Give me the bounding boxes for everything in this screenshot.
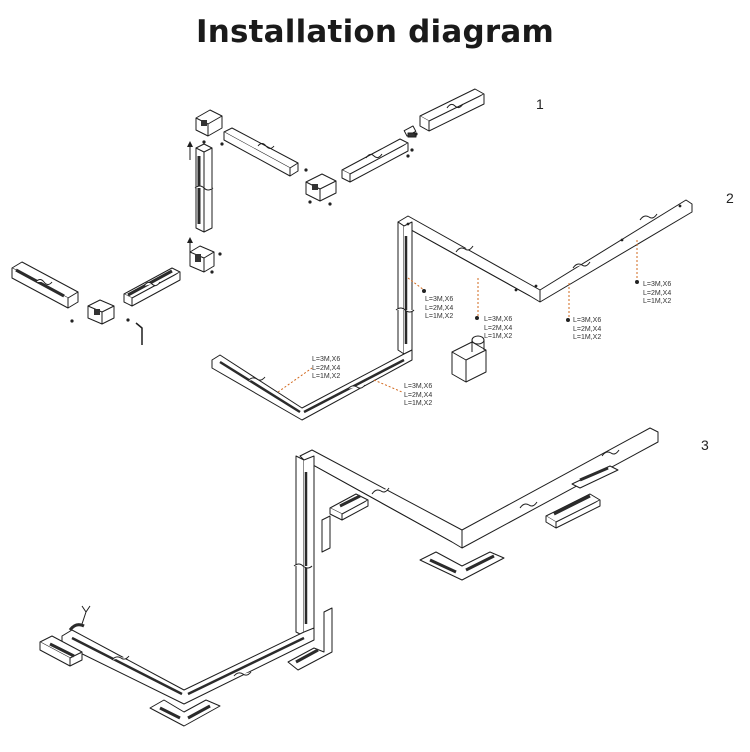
track-upper-run xyxy=(397,199,693,303)
light-module-3 xyxy=(571,465,619,489)
rail-far-right xyxy=(419,88,485,132)
rail-right-segment xyxy=(341,138,409,183)
power-feed-connector xyxy=(451,335,487,383)
light-module-5 xyxy=(287,607,333,671)
corner-connector-lower xyxy=(189,245,215,273)
light-module-7 xyxy=(149,699,221,727)
page-title: Installation diagram xyxy=(195,14,554,50)
light-module-4 xyxy=(419,551,505,581)
step1-exploded-parts xyxy=(11,88,485,345)
power-lead xyxy=(81,605,91,625)
corner-connector-top xyxy=(195,109,223,137)
length-note-4: L=3M,X6 L=2M,X4 L=1M,X2 xyxy=(643,281,672,305)
length-note-2: L=3M,X6 L=2M,X4 L=1M,X2 xyxy=(484,316,513,340)
track-vertical-run xyxy=(397,221,405,355)
corner-connector-bottom xyxy=(87,299,115,325)
step2-assembled-track xyxy=(211,199,693,421)
rail-bottom-middle xyxy=(123,267,181,307)
hex-key xyxy=(135,322,143,345)
guide-lines xyxy=(277,240,638,393)
rail-vertical-left xyxy=(194,143,214,233)
length-note-1: L=3M,X6 L=2M,X4 L=1M,X2 xyxy=(425,296,454,320)
light-module-1 xyxy=(321,493,369,553)
step-number-1: 1 xyxy=(536,96,544,112)
track-lower-run xyxy=(211,349,413,421)
screw-dots xyxy=(70,132,418,323)
length-note-6: L=3M,X6 L=2M,X4 L=1M,X2 xyxy=(404,383,433,407)
track-screws xyxy=(406,204,682,292)
corner-connector-middle xyxy=(305,173,337,202)
step3-track-with-lights xyxy=(39,427,659,727)
light-module-2 xyxy=(545,493,601,529)
step-number-2: 2 xyxy=(726,190,734,206)
light-module-6 xyxy=(39,635,83,667)
step-number-3: 3 xyxy=(701,437,709,453)
length-note-5: L=3M,X6 L=2M,X4 L=1M,X2 xyxy=(312,356,341,380)
track3-lower-run xyxy=(61,627,315,705)
track-break-marks xyxy=(247,213,658,390)
rail-top-left-segment xyxy=(223,127,299,177)
rail-left-long xyxy=(11,261,79,309)
length-note-3: L=3M,X6 L=2M,X4 L=1M,X2 xyxy=(573,317,602,341)
ceiling-screws xyxy=(422,280,639,322)
track3-vertical-run xyxy=(295,455,305,637)
